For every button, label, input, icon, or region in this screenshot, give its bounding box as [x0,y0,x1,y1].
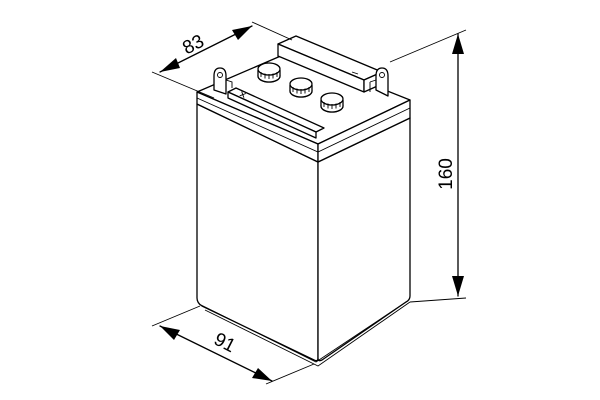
dimension-height: 160 [389,29,467,303]
positive-terminal [369,67,389,97]
negative-terminal: ✕ [213,67,248,102]
polarity-mark: ✕ [237,90,248,102]
depth-label: 83 [179,31,207,59]
vent-cap-2 [289,77,313,98]
battery-body [196,103,411,367]
battery-lid [196,51,411,163]
dimension-depth: 83 [151,21,293,99]
vent-caps [257,62,344,113]
vent-cap-1 [257,62,281,83]
height-label: 160 [436,158,457,190]
vent-cap-3 [320,92,344,113]
vent-strip [227,87,325,139]
